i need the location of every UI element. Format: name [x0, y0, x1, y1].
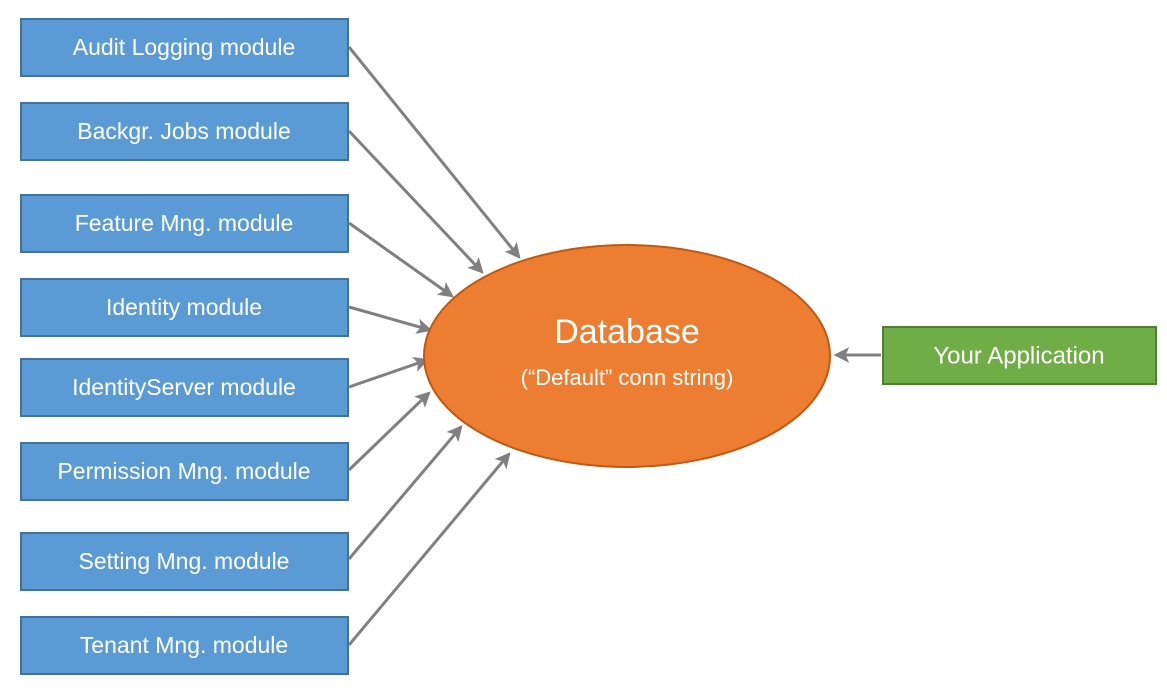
module-label: Setting Mng. module: [79, 548, 290, 574]
connector-background-jobs-to-database: [347, 129, 484, 274]
connector-feature-management-to-database: [348, 221, 454, 298]
module-box-rect[interactable]: [20, 194, 349, 253]
module-box-feature-management[interactable]: Feature Mng. module: [20, 194, 349, 253]
module-box-rect[interactable]: [20, 616, 349, 675]
application-label: Your Application: [933, 342, 1104, 369]
module-box-rect[interactable]: [20, 532, 349, 591]
module-box-tenant-management[interactable]: Tenant Mng. module: [20, 616, 349, 675]
connector-identityserver-to-database: [348, 356, 430, 389]
module-box-rect[interactable]: [20, 102, 349, 161]
connector-permission-management-to-database: [347, 391, 431, 472]
application-box-rect[interactable]: [882, 326, 1157, 385]
database-subtitle: (“Default” conn string): [521, 365, 734, 390]
connector-group: [347, 46, 881, 646]
module-box-rect[interactable]: [20, 442, 349, 501]
connector-setting-management-to-database: [347, 425, 463, 560]
module-box-setting-management[interactable]: Setting Mng. module: [20, 532, 349, 591]
module-box-rect[interactable]: [20, 358, 349, 417]
application-box[interactable]: Your Application: [882, 326, 1157, 385]
module-box-background-jobs[interactable]: Backgr. Jobs module: [20, 102, 349, 161]
module-label: Tenant Mng. module: [80, 632, 288, 658]
connector-audit-logging-to-database: [347, 46, 521, 259]
database-node: Database (“Default” conn string): [423, 244, 831, 468]
module-label: Identity module: [106, 294, 262, 320]
module-box-permission-management[interactable]: Permission Mng. module: [20, 442, 349, 501]
database-ellipse: [423, 244, 831, 468]
module-label: IdentityServer module: [72, 374, 296, 400]
module-box-rect[interactable]: [20, 278, 349, 337]
module-box-identityserver[interactable]: IdentityServer module: [20, 358, 349, 417]
module-label: Audit Logging module: [73, 34, 296, 60]
module-box-audit-logging[interactable]: Audit Logging module: [20, 18, 349, 77]
module-box-identity[interactable]: Identity module: [20, 278, 349, 337]
module-label: Feature Mng. module: [75, 210, 294, 236]
database-title: Database: [554, 313, 700, 351]
module-box-rect[interactable]: [20, 18, 349, 77]
connector-identity-to-database: [348, 305, 433, 334]
module-label: Backgr. Jobs module: [77, 118, 291, 144]
connector-tenant-management-to-database: [347, 452, 511, 646]
module-label: Permission Mng. module: [57, 458, 310, 484]
